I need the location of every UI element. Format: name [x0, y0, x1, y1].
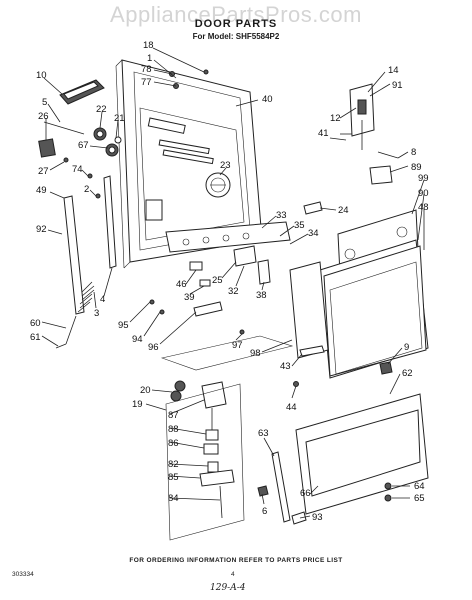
callout-23: 23: [220, 160, 231, 171]
callout-19: 19: [132, 399, 143, 410]
document-code: 303334: [12, 571, 34, 578]
adjustment-knob: [379, 361, 393, 375]
callout-5: 5: [42, 97, 47, 108]
callout-49: 49: [36, 185, 47, 196]
callout-35: 35: [294, 220, 305, 231]
spring-clip: [369, 151, 399, 185]
callout-95: 95: [118, 320, 129, 331]
door-spring: [65, 281, 95, 345]
callout-labels: 18 1 78 77 10 5 26 22 21 67 27 74 2 49 9…: [30, 40, 429, 523]
callout-24: 24: [338, 205, 349, 216]
callout-33: 33: [276, 210, 287, 221]
callout-87: 87: [168, 410, 179, 421]
callout-78: 78: [141, 64, 152, 75]
callout-97: 97: [232, 340, 243, 351]
callout-91: 91: [392, 80, 403, 91]
callout-20: 20: [140, 385, 151, 396]
lower-bracket: [160, 335, 294, 371]
callout-65: 65: [414, 493, 425, 504]
page-number: 4: [231, 571, 235, 578]
callout-26: 26: [38, 111, 49, 122]
callout-60: 60: [30, 318, 41, 329]
leader-lines: [41, 47, 425, 519]
callout-94: 94: [132, 334, 143, 345]
callout-90: 90: [418, 188, 429, 199]
control-slots: [147, 117, 214, 165]
callout-39: 39: [184, 292, 195, 303]
callout-32: 32: [228, 286, 239, 297]
clip-93: [291, 511, 307, 525]
callout-84: 84: [168, 493, 179, 504]
callout-82: 82: [168, 459, 179, 470]
callout-8: 8: [411, 147, 416, 158]
trim-clip: [303, 201, 323, 215]
watermark: AppliancePartsPros.com: [110, 2, 362, 27]
callout-41: 41: [318, 128, 329, 139]
model-number: For Model: SHF5584P2: [192, 32, 280, 41]
callout-9: 9: [404, 342, 409, 353]
callout-25: 25: [212, 275, 223, 286]
callout-44: 44: [286, 402, 297, 413]
callout-27: 27: [38, 166, 49, 177]
callout-63: 63: [258, 428, 269, 439]
control-board: [165, 221, 291, 285]
callout-40: 40: [262, 94, 273, 105]
hinge-cable: [55, 343, 67, 349]
dispenser-cup: [205, 172, 231, 198]
tray-side-rail: [271, 451, 291, 523]
callout-92: 92: [36, 224, 47, 235]
callout-99: 99: [418, 173, 429, 184]
callout-93: 93: [312, 512, 323, 523]
callout-1: 1: [147, 53, 152, 64]
callout-34: 34: [308, 228, 319, 239]
callout-6: 6: [262, 506, 267, 517]
callout-89: 89: [411, 162, 422, 173]
latch-bracket: [38, 121, 85, 158]
door-liner: [289, 261, 329, 359]
bottom-tray: [295, 393, 429, 515]
callout-66: 66: [300, 488, 311, 499]
side-channel-strip: [63, 195, 85, 315]
wire-clip: [329, 137, 347, 141]
callout-62: 62: [402, 368, 413, 379]
hinge-bracket-right: [349, 83, 375, 150]
callout-43: 43: [280, 361, 291, 372]
callout-88: 88: [168, 424, 179, 435]
callout-3: 3: [94, 308, 99, 319]
callout-67: 67: [78, 140, 89, 151]
callout-22: 22: [96, 104, 107, 115]
callout-14: 14: [388, 65, 399, 76]
callout-61: 61: [30, 332, 41, 343]
small-fasteners: [149, 261, 245, 335]
callout-38: 38: [256, 290, 267, 301]
callout-46: 46: [176, 279, 187, 290]
callout-2: 2: [84, 184, 89, 195]
callout-4: 4: [100, 294, 105, 305]
outer-door-panels: [319, 209, 429, 379]
callout-74: 74: [72, 164, 83, 175]
callout-77: 77: [141, 77, 152, 88]
door-handle: [59, 79, 105, 105]
control-knobs: [93, 127, 122, 157]
handwritten-note: 129-A-4: [210, 583, 246, 593]
callout-64: 64: [414, 481, 425, 492]
callout-86: 86: [168, 438, 179, 449]
callout-21: 21: [114, 113, 125, 124]
diagram-title: DOOR PARTS: [194, 18, 278, 30]
pump-assembly: [165, 380, 245, 541]
ordering-note: FOR ORDERING INFORMATION REFER TO PARTS …: [129, 557, 343, 564]
callout-10: 10: [36, 70, 47, 81]
door-seal-strip: [103, 175, 117, 269]
vent-cover: [145, 199, 163, 221]
clip-6: [257, 485, 269, 497]
callout-48: 48: [418, 202, 429, 213]
callout-12: 12: [330, 113, 341, 124]
callout-98: 98: [250, 348, 261, 359]
callout-96: 96: [148, 342, 159, 353]
hinge-cam: [293, 345, 325, 387]
callout-18: 18: [143, 40, 154, 51]
callout-85: 85: [168, 472, 179, 483]
